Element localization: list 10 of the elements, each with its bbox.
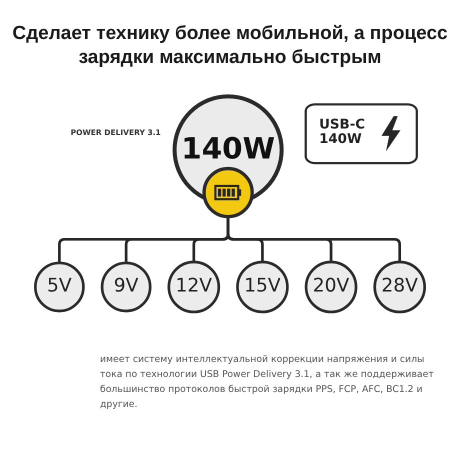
node-circle bbox=[202, 166, 254, 218]
node-circle: 12V bbox=[168, 260, 220, 314]
title: Сделает технику более мобильной, а процесс зарядки максимально быстрым bbox=[11, 22, 449, 70]
connector bbox=[226, 216, 402, 262]
node-circle: 15V bbox=[236, 260, 289, 314]
node-circle: 20V bbox=[304, 260, 358, 314]
description-text: имеет систему интеллектуальной коррекции напряжения и силы тока по технологии USB Power Delivery 3.1, а так же поддерживает большинство протоколов быстрой зарядки PPS, FCP, AFC, BC1.2 и другие. bbox=[100, 353, 435, 412]
node-circle: 28V bbox=[373, 260, 426, 314]
node-circle: 5V bbox=[34, 261, 85, 312]
node-circle: 9V bbox=[100, 261, 152, 312]
